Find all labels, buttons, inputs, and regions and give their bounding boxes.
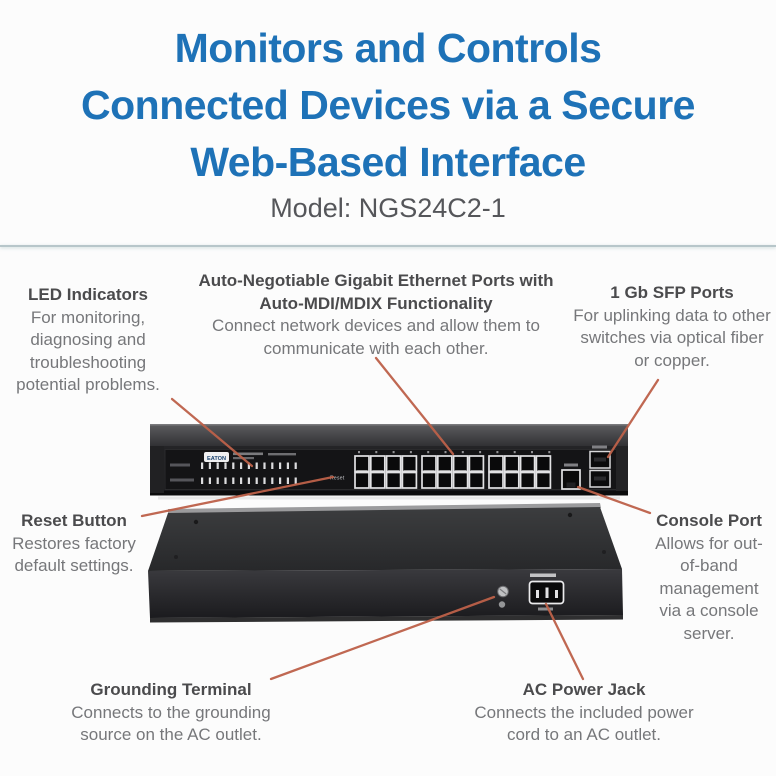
screw	[174, 555, 178, 559]
reset-button-label: Reset	[330, 476, 345, 482]
callout-reset-button-title: Reset Button	[21, 511, 127, 530]
callout-grounding-terminal-title: Grounding Terminal	[90, 680, 252, 699]
panel-print-dash	[268, 453, 296, 456]
callout-ethernet-ports: Auto-Negotiable Gigabit Ethernet Ports w…	[186, 270, 566, 360]
switch-rear-view	[148, 503, 623, 623]
grounding-terminal-line	[269, 595, 496, 681]
page-title: Monitors and Controls Connected Devices …	[0, 20, 776, 191]
brand-logo-text: EATON	[207, 456, 226, 462]
front-left-ear	[150, 446, 164, 493]
callout-console-port-body: Allows for out-of-band management via a …	[655, 533, 763, 643]
console-port-graphic	[561, 463, 581, 490]
front-top-highlight	[150, 424, 628, 426]
callout-led-indicators-title: LED Indicators	[28, 285, 148, 304]
front-bottom-lip	[150, 491, 628, 496]
ac-inlet-graphic	[528, 573, 565, 611]
callout-grounding-terminal: Grounding Terminal Connects to the groun…	[56, 679, 286, 747]
callout-lines	[140, 356, 660, 681]
callout-sfp-ports-body: For uplinking data to other switches via…	[573, 305, 771, 370]
switch-front-view: EATON Reset	[150, 424, 628, 500]
rear-top-edge-highlight	[168, 503, 601, 514]
ethernet-ports-array	[354, 455, 552, 489]
title-line-2: Connected Devices via a Secure	[81, 82, 695, 128]
front-inner-panel	[164, 449, 622, 490]
title-line-1: Monitors and Controls	[174, 25, 602, 71]
callout-ac-power-jack: AC Power Jack Connects the included powe…	[468, 679, 700, 747]
ac-inlet-rating-label	[538, 607, 553, 611]
callout-sfp-ports: 1 Gb SFP Ports For uplinking data to oth…	[572, 282, 772, 372]
screw	[602, 550, 606, 554]
rear-top-face	[148, 507, 622, 571]
screw	[193, 519, 199, 525]
section-divider	[0, 245, 776, 247]
ac-inlet-label	[530, 573, 556, 577]
callout-sfp-ports-title: 1 Gb SFP Ports	[610, 283, 734, 302]
callout-reset-button-body: Restores factory default settings.	[12, 533, 136, 576]
port-number-dots	[358, 451, 551, 454]
rear-panel-face	[148, 569, 623, 618]
panel-print-dash	[233, 452, 263, 456]
callout-ac-power-jack-title: AC Power Jack	[522, 680, 646, 699]
ethernet-ports-line	[374, 356, 455, 456]
callout-grounding-terminal-body: Connects to the grounding source on the …	[71, 702, 271, 745]
callout-ethernet-ports-body: Connect network devices and allow them t…	[212, 316, 540, 358]
front-shadow	[158, 496, 620, 500]
callout-ac-power-jack-body: Connects the included power cord to an A…	[474, 702, 694, 745]
callout-reset-button: Reset Button Restores factory default se…	[0, 510, 148, 578]
led-indicators-line	[170, 397, 254, 468]
title-line-3: Web-Based Interface	[190, 139, 586, 185]
callout-led-indicators: LED Indicators For monitoring, diagnosin…	[2, 284, 174, 397]
sfp-ports-line	[606, 378, 660, 459]
callout-console-port-title: Console Port	[656, 511, 762, 530]
front-top-face	[150, 425, 628, 446]
model-label: Model: NGS24C2-1	[270, 193, 506, 223]
status-led-array	[201, 462, 297, 484]
console-port-line	[576, 485, 652, 515]
panel-print-dash	[233, 457, 254, 460]
sfp-ports-graphic	[589, 445, 611, 488]
grounding-terminal-graphic	[497, 585, 509, 608]
front-panel-face	[150, 446, 628, 493]
callout-console-port: Console Port Allows for out-of-band mana…	[648, 510, 770, 645]
reset-button-line	[140, 475, 335, 518]
callout-led-indicators-body: For monitoring, diagnosing and troublesh…	[16, 307, 160, 395]
led-row-label	[170, 463, 190, 467]
led-row-label	[170, 478, 194, 482]
brand-logo: EATON	[204, 452, 229, 462]
rear-bottom-lip	[150, 615, 623, 623]
front-right-ear	[616, 446, 628, 491]
ac-power-jack-line	[544, 602, 585, 681]
screw	[567, 512, 573, 518]
callout-ethernet-ports-title: Auto-Negotiable Gigabit Ethernet Ports w…	[198, 271, 554, 313]
